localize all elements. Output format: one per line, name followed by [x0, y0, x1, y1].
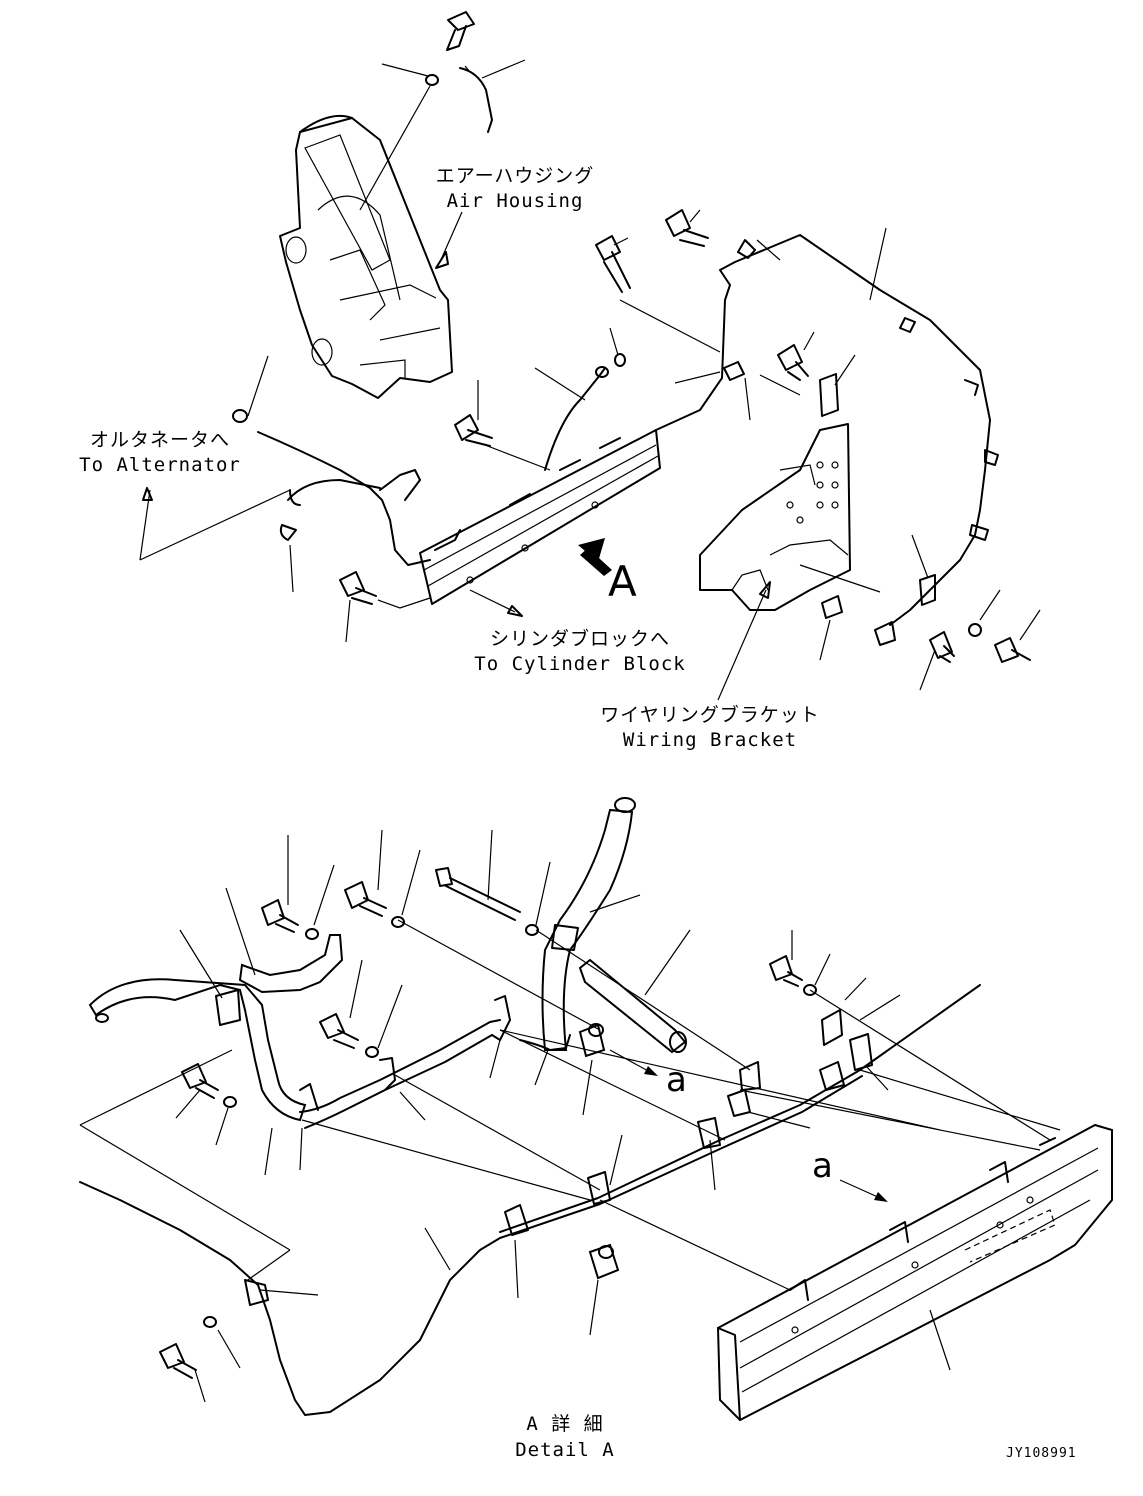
- detail-title-jp: A 詳 細: [526, 1413, 604, 1435]
- detail-a-marker-2: a: [812, 1146, 833, 1186]
- view-a-marker: A: [608, 557, 637, 606]
- view-a-arrow-shaft: [580, 548, 612, 576]
- air-housing-label-en: Air Housing: [446, 190, 584, 212]
- to-cylinder-block-label-en: To Cylinder Block: [474, 653, 686, 675]
- alternator-harness: [139, 355, 431, 593]
- top-harness-cover: [419, 284, 751, 605]
- air-housing-leader: [439, 211, 463, 263]
- air-housing-part: [279, 114, 453, 399]
- detail-a1-arrowhead: [644, 1066, 658, 1076]
- detail-a-marker-1: a: [666, 1060, 687, 1100]
- top-bolts: [454, 209, 856, 471]
- detail-sleeve: [578, 929, 691, 1054]
- wiring-bracket-label-jp: ワイヤリングブラケット: [600, 704, 820, 726]
- detail-a2-leader: [839, 1179, 881, 1199]
- air-housing-label-jp: エアーハウジング: [435, 165, 595, 187]
- air-housing-arrowhead: [435, 251, 449, 269]
- wiring-bracket-leader: [717, 589, 767, 701]
- detail-bolts: [159, 829, 831, 1403]
- drawing-number: JY108991: [1006, 1446, 1077, 1461]
- wiring-bracket-arrowhead: [759, 581, 771, 599]
- detail-spacers: [578, 1023, 620, 1336]
- right-bolts: [919, 589, 1041, 691]
- wiring-bracket-label-en: Wiring Bracket: [622, 729, 798, 751]
- detail-long-wire: [79, 984, 981, 1416]
- detail-top-hose: [519, 797, 641, 1051]
- detail-harness-cover: [716, 1123, 1113, 1422]
- right-wire-loop: [719, 227, 999, 646]
- to-cylinder-block-label-jp: シリンダブロックへ: [489, 628, 670, 650]
- detail-leaders: [79, 919, 1061, 1299]
- cylinder-block-leader: [469, 589, 516, 613]
- detail-title-en: Detail A: [515, 1439, 615, 1461]
- rail-end-bolt: [339, 571, 431, 643]
- to-alternator-label-jp: オルタネータへ: [89, 429, 230, 451]
- detail-strap: [225, 887, 344, 994]
- detail-a1-leader: [609, 1049, 651, 1073]
- to-alternator-label-en: To Alternator: [79, 454, 241, 476]
- detail-a2-arrowhead: [874, 1192, 888, 1202]
- wiring-bracket-part: [699, 423, 881, 661]
- top-bolt: [359, 11, 526, 211]
- detail-left-hose: [88, 978, 511, 1129]
- view-a-arrow: [578, 538, 605, 562]
- cylinder-block-arrowhead: [507, 605, 523, 617]
